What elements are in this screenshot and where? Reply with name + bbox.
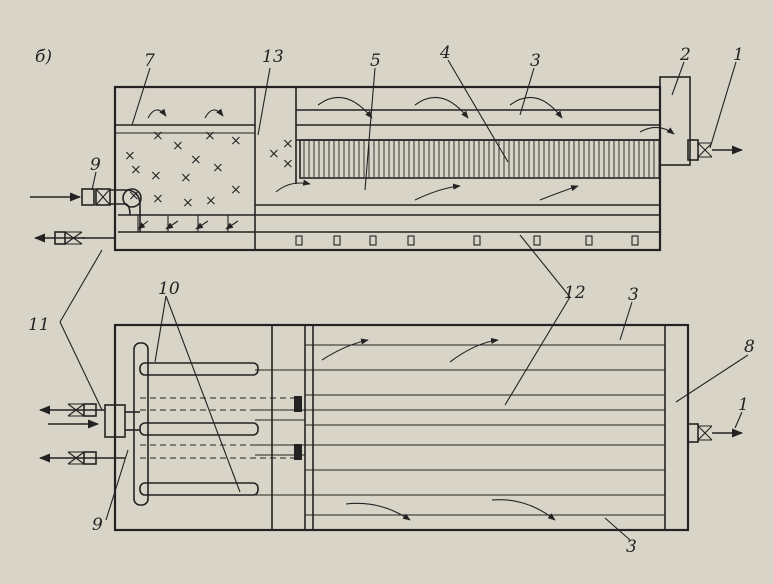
section-view: × × × × × × × × × × × × × × × × × × [30, 76, 744, 252]
label-9-top: 9 [90, 155, 101, 175]
inlet-manifold-9-bottom [48, 404, 140, 438]
distribution-cells [137, 215, 239, 232]
thin-layer-plates-3 [305, 344, 665, 516]
label-7: 7 [144, 51, 155, 71]
outlet-pipe-1-top [687, 139, 744, 161]
label-9-bottom: 9 [92, 515, 103, 535]
inlet-valve-9-top [30, 188, 142, 232]
svg-text:×: × [150, 168, 162, 184]
svg-text:×: × [130, 162, 142, 178]
svg-text:×: × [282, 156, 294, 172]
label-2: 2 [679, 45, 691, 65]
svg-text:×: × [204, 128, 216, 144]
svg-text:×: × [124, 148, 136, 164]
svg-text:×: × [182, 195, 194, 211]
svg-text:×: × [180, 170, 192, 186]
svg-text:×: × [282, 136, 294, 152]
distribution-pipes-10 [133, 342, 259, 506]
svg-text:×: × [230, 182, 242, 198]
label-4: 4 [439, 43, 451, 63]
svg-text:×: × [172, 138, 184, 154]
label-12: 12 [564, 283, 586, 303]
svg-text:×: × [128, 188, 140, 204]
svg-text:×: × [268, 146, 280, 162]
flocculation-particles: × × × × × × × × × × × × × × × × × × [124, 128, 294, 211]
label-5: 5 [370, 51, 381, 71]
label-1-bottom: 1 [738, 395, 749, 415]
panel-label: б) [35, 47, 52, 67]
sludge-outlets-12 [295, 235, 639, 246]
svg-text:×: × [212, 160, 224, 176]
label-8: 8 [744, 337, 755, 357]
tank-body-plan [113, 323, 690, 532]
svg-text:×: × [205, 193, 217, 209]
label-3-top: 3 [530, 51, 541, 71]
label-11: 11 [28, 315, 50, 335]
outlet-chamber-2 [659, 76, 691, 166]
label-10: 10 [158, 279, 180, 299]
sludge-outlet-valve-left [33, 231, 115, 245]
outlet-pipe-1-bottom [687, 423, 744, 443]
label-13: 13 [262, 47, 284, 67]
plan-view [38, 323, 744, 532]
svg-text:×: × [190, 152, 202, 168]
leader-lines [59, 59, 749, 541]
label-3-right: 3 [628, 285, 639, 305]
tank-body-section [113, 85, 662, 252]
sludge-outlet-valves-bottom [38, 403, 125, 465]
thin-layer-block-4 [299, 139, 661, 179]
label-3-bottom: 3 [626, 537, 637, 557]
label-1-top: 1 [733, 45, 744, 65]
svg-text:×: × [152, 191, 164, 207]
svg-text:×: × [230, 133, 242, 149]
callout-labels: б) 7 13 5 4 3 2 1 9 11 12 10 3 8 1 9 3 [28, 43, 755, 557]
svg-text:×: × [152, 128, 164, 144]
